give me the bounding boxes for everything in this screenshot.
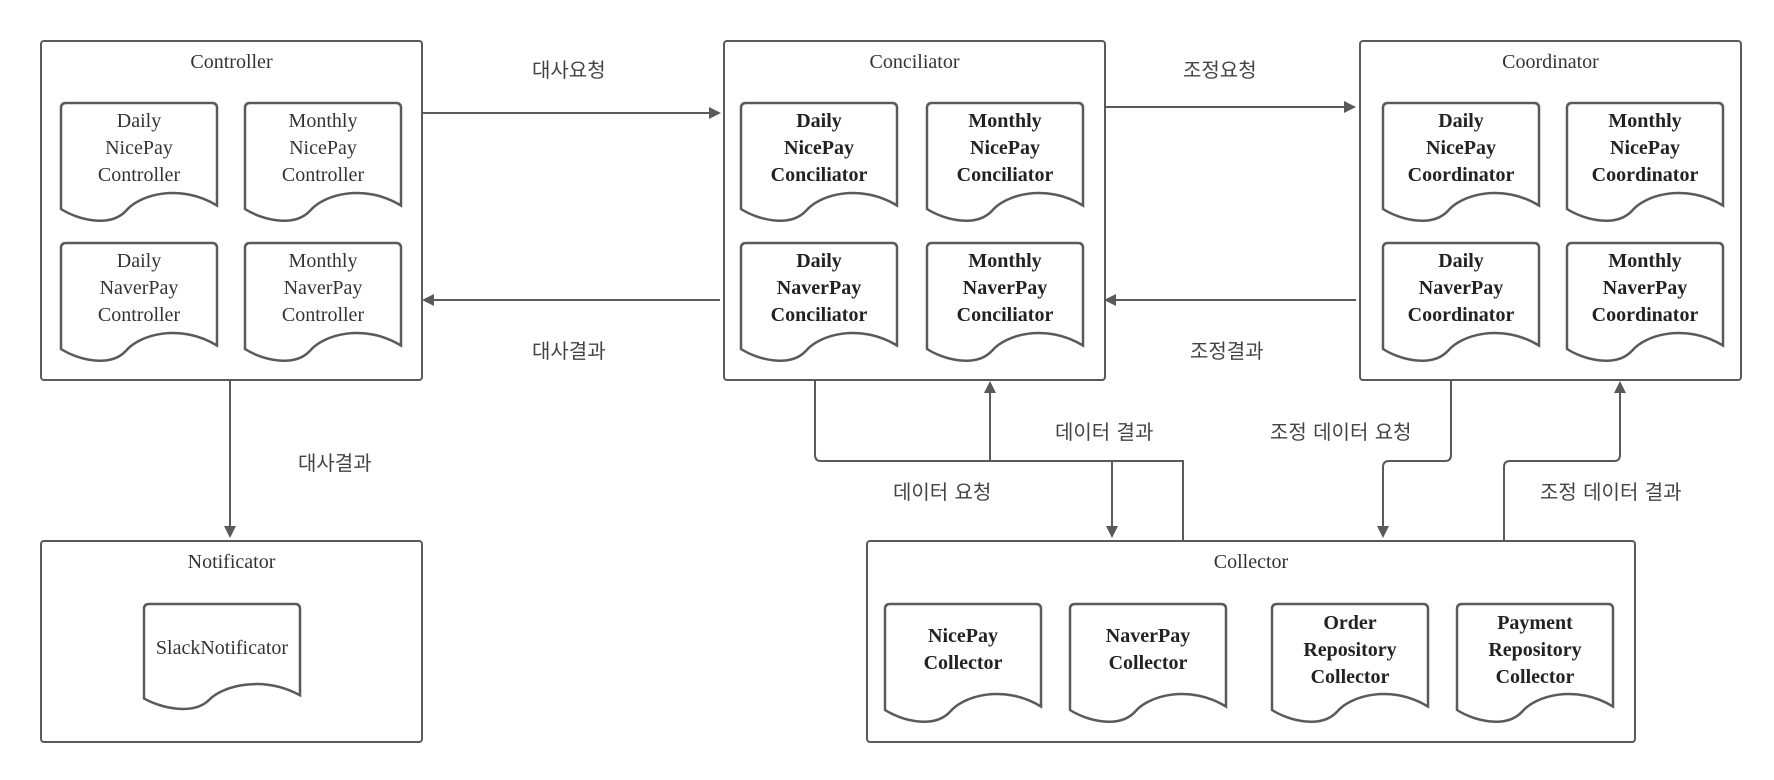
doc-label: Daily NicePay Controller (97, 110, 181, 186)
doc-label: NaverPay Collector (1105, 625, 1191, 674)
doc-label: Daily NaverPay Coordinator (1407, 250, 1515, 326)
document-shape-icon (739, 241, 899, 362)
daily-nicepay-controller-doc: Daily NicePay Controller (58, 100, 220, 225)
document-shape-icon (1068, 602, 1228, 723)
doc-label: Payment Repository Collector (1488, 612, 1582, 688)
doc-label: Monthly NicePay Controller (281, 110, 365, 186)
reconcile-result-label: 대사결과 (532, 339, 606, 363)
document-shape-icon (1565, 241, 1725, 362)
monthly-naverpay-conciliator-doc: Monthly NaverPay Conciliator (924, 240, 1086, 365)
document-shape-icon (1381, 241, 1541, 362)
arrow-coordinator-adjust-data-request (1377, 380, 1452, 538)
monthly-naverpay-coordinator-doc: Monthly NaverPay Coordinator (1564, 240, 1726, 365)
monthly-nicepay-controller-doc: Monthly NicePay Controller (242, 100, 404, 225)
daily-naverpay-controller-doc: Daily NaverPay Controller (58, 240, 220, 365)
reconcile-request-label: 대사요청 (532, 58, 606, 82)
document-shape-icon (59, 101, 219, 222)
controller-title: Controller (190, 51, 273, 73)
document-shape-icon (59, 241, 219, 362)
naverpay-collector-doc: NaverPay Collector (1067, 601, 1229, 726)
doc-label: Daily NaverPay Controller (97, 250, 181, 326)
document-shape-icon (1455, 602, 1615, 723)
conciliator-title: Conciliator (869, 51, 960, 73)
document-shape-icon (739, 101, 899, 222)
doc-label: Daily NicePay Coordinator (1407, 110, 1515, 186)
arrow-conciliator-data-request (814, 380, 1118, 538)
document-shape-icon (1270, 602, 1430, 723)
document-shape-icon (243, 241, 403, 362)
reconcile-result-notify-label: 대사결과 (298, 451, 372, 475)
adjust-request-label: 조정요청 (1183, 58, 1257, 82)
document-shape-icon (142, 602, 302, 711)
notificator-title: Notificator (187, 551, 276, 573)
document-shape-icon (243, 101, 403, 222)
adjust-data-result-label: 조정 데이터 결과 (1540, 480, 1682, 504)
monthly-naverpay-controller-doc: Monthly NaverPay Controller (242, 240, 404, 365)
doc-label: Monthly NaverPay Controller (281, 250, 365, 326)
doc-label: Monthly NaverPay Coordinator (1591, 250, 1699, 326)
payment-repository-collector-doc: Payment Repository Collector (1454, 601, 1616, 726)
daily-nicepay-conciliator-doc: Daily NicePay Conciliator (738, 100, 900, 225)
order-repository-collector-doc: Order Repository Collector (1269, 601, 1431, 726)
coordinator-title: Coordinator (1502, 51, 1599, 73)
doc-label: Daily NaverPay Conciliator (770, 250, 868, 326)
arrow-collector-data-result (984, 381, 1184, 541)
adjust-data-request-label: 조정 데이터 요청 (1270, 420, 1412, 444)
document-shape-icon (1565, 101, 1725, 222)
doc-label: Monthly NicePay Conciliator (956, 110, 1054, 186)
daily-naverpay-conciliator-doc: Daily NaverPay Conciliator (738, 240, 900, 365)
monthly-nicepay-coordinator-doc: Monthly NicePay Coordinator (1564, 100, 1726, 225)
document-shape-icon (1381, 101, 1541, 222)
nicepay-collector-doc: NicePay Collector (882, 601, 1044, 726)
data-request-label: 데이터 요청 (893, 480, 992, 504)
document-shape-icon (925, 241, 1085, 362)
daily-nicepay-coordinator-doc: Daily NicePay Coordinator (1380, 100, 1542, 225)
doc-label: Daily NicePay Conciliator (770, 110, 868, 186)
document-shape-icon (883, 602, 1043, 723)
document-shape-icon (925, 101, 1085, 222)
doc-label: NicePay Collector (923, 625, 1003, 674)
arrow-collector-adjust-data-result (1503, 381, 1626, 541)
slack-notificator-doc: SlackNotificator (141, 601, 303, 713)
doc-label: Order Repository Collector (1303, 612, 1397, 688)
daily-naverpay-coordinator-doc: Daily NaverPay Coordinator (1380, 240, 1542, 365)
doc-label: SlackNotificator (155, 637, 289, 659)
adjust-result-label: 조정결과 (1190, 339, 1264, 363)
doc-label: Monthly NaverPay Conciliator (956, 250, 1054, 326)
data-result-label: 데이터 결과 (1055, 420, 1154, 444)
monthly-nicepay-conciliator-doc: Monthly NicePay Conciliator (924, 100, 1086, 225)
doc-label: Monthly NicePay Coordinator (1591, 110, 1699, 186)
collector-title: Collector (1213, 551, 1289, 573)
